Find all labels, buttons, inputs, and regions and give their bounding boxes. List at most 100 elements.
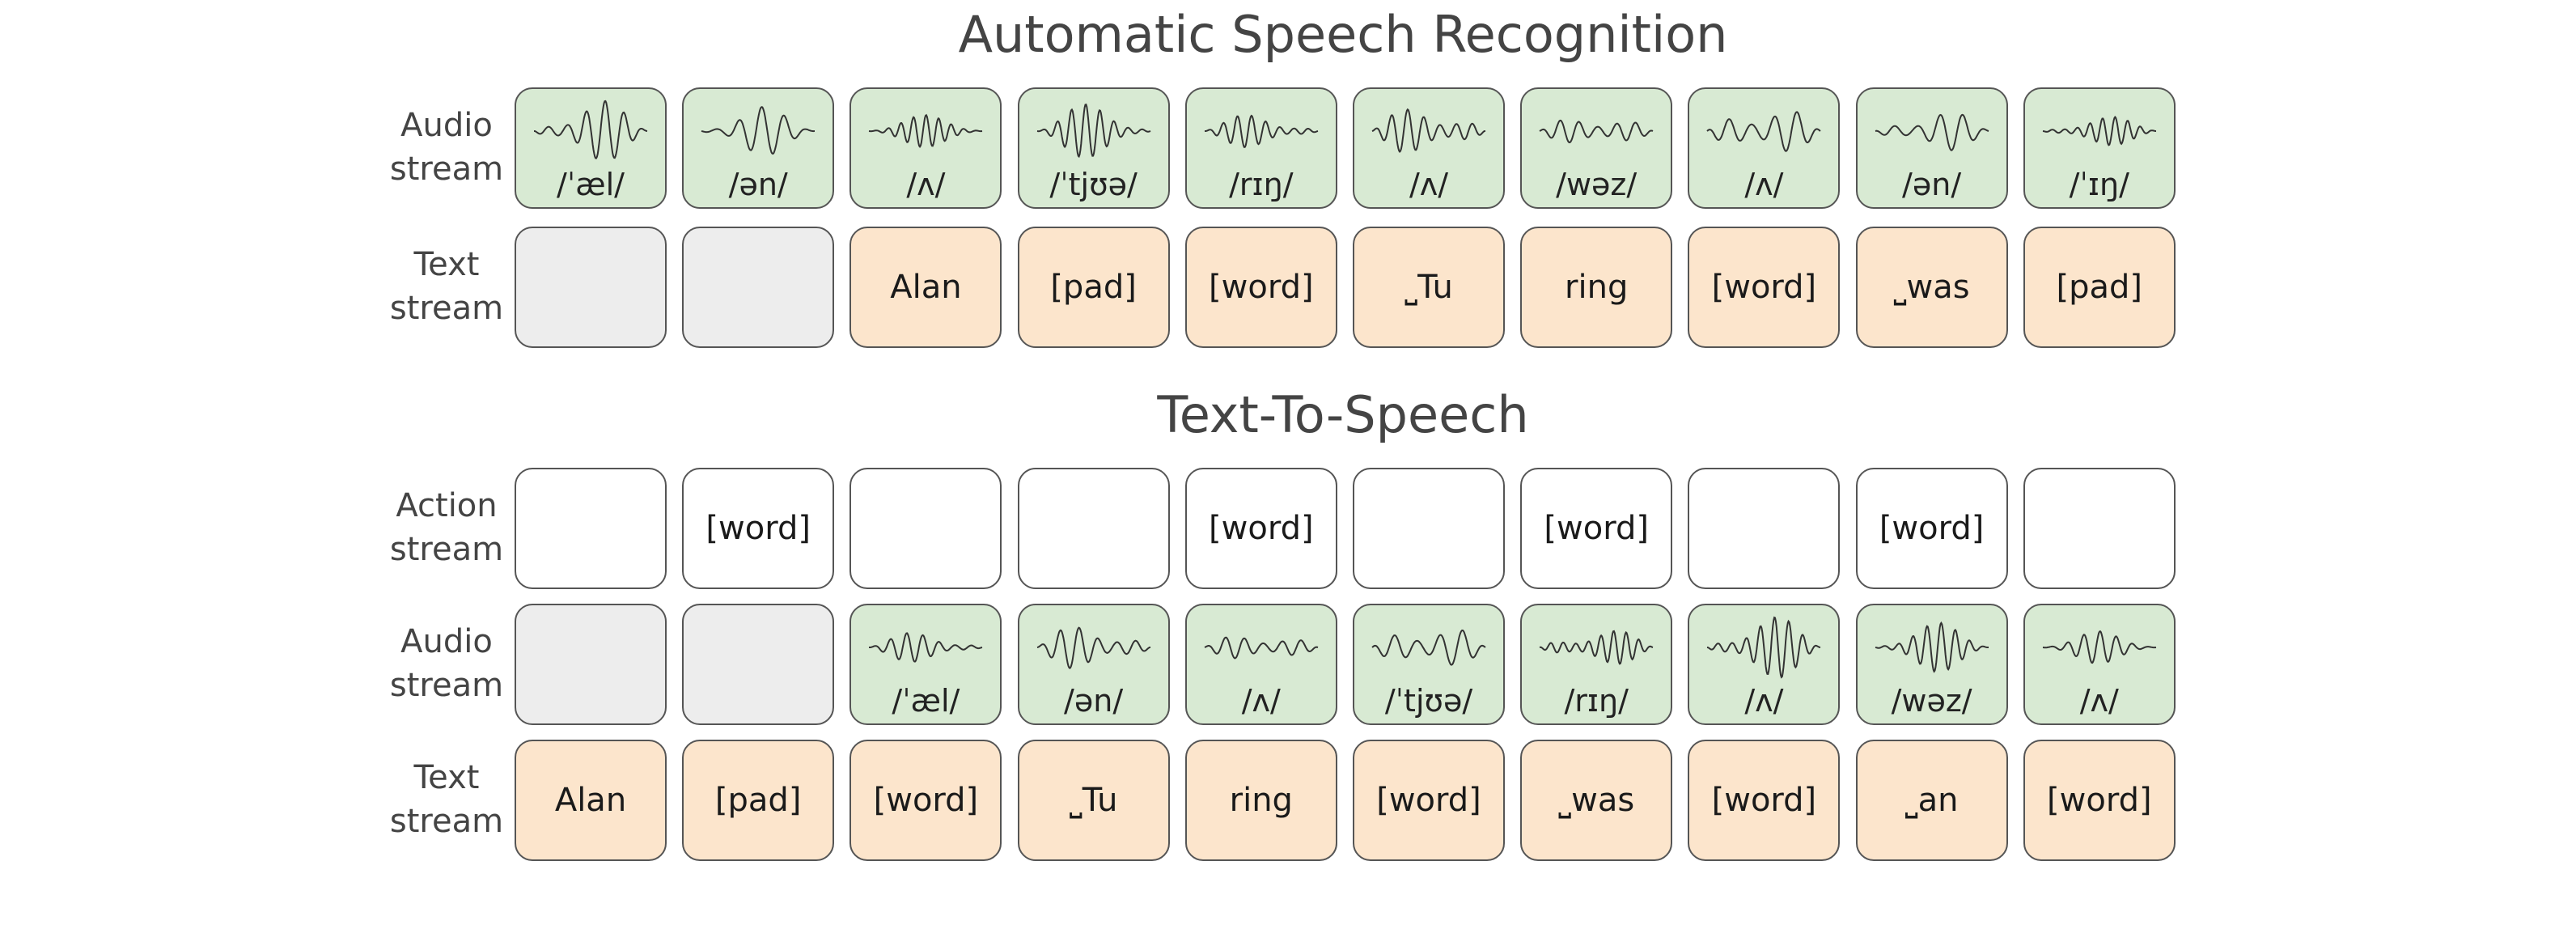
asr-audio-cell: /rɪŋ/ <box>1184 87 1337 209</box>
tts-audio-cell: /rɪŋ/ <box>1520 604 1673 725</box>
action-token: [word] <box>705 510 811 547</box>
tts-audio-cell: /ʌ/ <box>2023 604 2176 725</box>
asr-text-cell: [pad] <box>1017 227 1170 348</box>
asr-audio-label: Audio stream <box>389 107 504 188</box>
waveform-icon <box>1539 630 1654 665</box>
asr-audio-cell: /ˈɪŋ/ <box>2023 87 2176 209</box>
tts-text-cell: [pad] <box>682 740 835 861</box>
phoneme-label: /ʌ/ <box>1241 683 1281 719</box>
text-token: ⎵Tu <box>1405 269 1453 306</box>
waveform-icon <box>1036 103 1150 159</box>
asr-text-cell: [word] <box>1688 227 1841 348</box>
tts-audio-cell: /ˈtjʊə/ <box>1353 604 1505 725</box>
text-token: [word] <box>1209 269 1314 306</box>
tts-action-row: Action stream [word][word][word][word] <box>0 468 2576 589</box>
tts-audio-cell <box>682 604 835 725</box>
tts-action-cell <box>2023 468 2176 589</box>
waveform-icon <box>869 632 983 663</box>
asr-audio-cell: /ʌ/ <box>1353 87 1505 209</box>
phoneme-label: /wəz/ <box>1891 683 1972 719</box>
tts-action-label: Action stream <box>389 487 504 568</box>
text-token: ⎵was <box>1558 782 1635 819</box>
waveform-icon <box>869 113 983 148</box>
asr-audio-cell: /ən/ <box>682 87 835 209</box>
text-token: ring <box>1229 782 1293 819</box>
text-token: [pad] <box>1050 269 1137 306</box>
asr-text-cell: Alan <box>849 227 1002 348</box>
phoneme-label: /ʌ/ <box>906 167 946 202</box>
phoneme-label: /ˈæl/ <box>892 683 960 719</box>
asr-audio-cell: /ʌ/ <box>1688 87 1841 209</box>
text-token: [word] <box>1711 782 1817 819</box>
tts-action-cell: [word] <box>682 468 835 589</box>
text-token: ⎵an <box>1904 782 1959 819</box>
asr-text-cell <box>682 227 835 348</box>
tts-action-cell <box>1353 468 1505 589</box>
tts-text-cell: [word] <box>1688 740 1841 861</box>
asr-text-cell: [word] <box>1184 227 1337 348</box>
asr-audio-cell: /ˈæl/ <box>515 87 667 209</box>
waveform-icon <box>1204 636 1319 660</box>
tts-action-cell: [word] <box>1855 468 2008 589</box>
waveform-icon <box>1036 626 1150 670</box>
text-token: [pad] <box>2056 269 2143 306</box>
text-token: [word] <box>873 782 979 819</box>
asr-audio-cell: /wəz/ <box>1520 87 1673 209</box>
asr-text-label: Text stream <box>389 246 504 327</box>
tts-text-cell: Alan <box>515 740 667 861</box>
waveform-icon <box>1371 108 1485 154</box>
action-token: [word] <box>1544 510 1649 547</box>
phoneme-label: /rɪŋ/ <box>1564 683 1629 719</box>
phoneme-label: /ən/ <box>728 167 788 202</box>
waveform-icon <box>701 106 816 155</box>
phoneme-label: /ˈtjʊə/ <box>1049 167 1138 202</box>
tts-text-cell: [word] <box>1353 740 1505 861</box>
tts-text-row: Text stream Alan [pad] [word] ⎵Tu ring [word]… <box>0 740 2576 861</box>
asr-section-title: Automatic Speech Recognition <box>958 5 1728 64</box>
phoneme-label: /ˈɪŋ/ <box>2069 167 2129 202</box>
asr-text-cell: ⎵was <box>1855 227 2008 348</box>
phoneme-label: /ʌ/ <box>1744 167 1784 202</box>
tts-text-cell: [word] <box>2023 740 2176 861</box>
asr-audio-cell: /ˈtjʊə/ <box>1017 87 1170 209</box>
tts-audio-cell: /ən/ <box>1017 604 1170 725</box>
tts-audio-cell: /ˈæl/ <box>849 604 1002 725</box>
asr-text-cell: [pad] <box>2023 227 2176 348</box>
waveform-icon <box>1371 630 1486 666</box>
text-token: [word] <box>2047 782 2152 819</box>
tts-audio-cell <box>515 604 667 725</box>
phoneme-label: /rɪŋ/ <box>1229 167 1294 202</box>
tts-action-cell <box>849 468 1002 589</box>
tts-action-cell <box>515 468 667 589</box>
phoneme-label: /ən/ <box>1064 683 1124 719</box>
waveform-icon <box>1204 114 1319 149</box>
phoneme-label: /ən/ <box>1902 167 1962 202</box>
phoneme-label: /ʌ/ <box>1409 167 1449 202</box>
tts-section-title: Text-To-Speech <box>1157 385 1529 444</box>
text-token: ⎵Tu <box>1069 782 1118 819</box>
tts-action-cell <box>1017 468 1170 589</box>
waveform-icon <box>1539 119 1654 144</box>
phoneme-label: /wəz/ <box>1556 167 1638 202</box>
waveform-icon <box>2042 630 2156 664</box>
tts-text-cell: ⎵was <box>1520 740 1673 861</box>
tts-audio-label: Audio stream <box>389 623 504 704</box>
tts-text-cell: ⎵an <box>1855 740 2008 861</box>
action-token: [word] <box>1879 510 1985 547</box>
waveform-icon <box>1707 616 1821 679</box>
text-token: Alan <box>890 269 962 306</box>
asr-audio-row: Audio stream /ˈæl/ /ən/ /ʌ/ /ˈtjʊə/ /rɪŋ/ /ʌ/… <box>0 87 2576 209</box>
waveform-icon <box>534 100 648 159</box>
asr-audio-cell: /ʌ/ <box>849 87 1002 209</box>
waveform-icon <box>1875 113 1989 151</box>
text-token: [word] <box>1376 782 1481 819</box>
tts-audio-cell: /ʌ/ <box>1184 604 1337 725</box>
tts-text-label: Text stream <box>389 759 504 840</box>
text-token: Alan <box>554 782 627 819</box>
tts-action-cell <box>1688 468 1841 589</box>
phoneme-label: /ˈtjʊə/ <box>1384 683 1473 719</box>
phoneme-label: /ˈæl/ <box>557 167 625 202</box>
asr-audio-cell: /ən/ <box>1855 87 2008 209</box>
text-token: ⎵was <box>1893 269 1970 306</box>
